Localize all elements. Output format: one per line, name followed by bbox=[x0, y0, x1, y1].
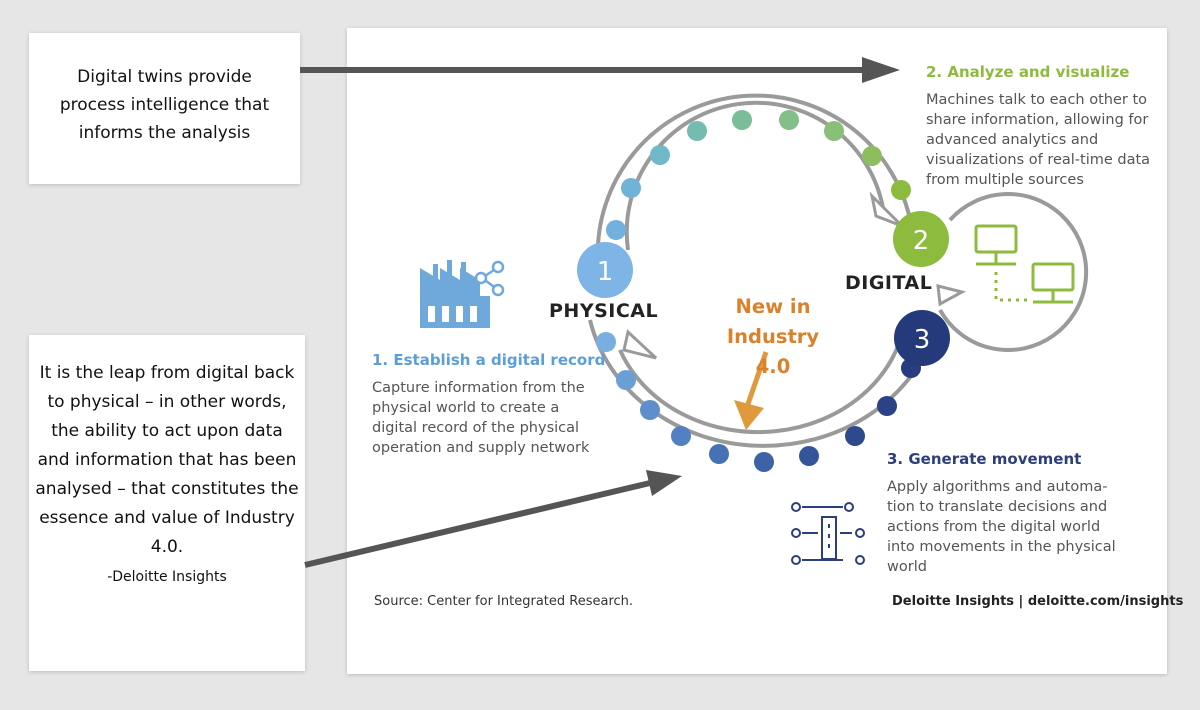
node-1: 1 bbox=[577, 242, 633, 298]
lower-inner-arc bbox=[618, 319, 907, 435]
bottom-quote-text: It is the leap from digital back to phys… bbox=[29, 359, 305, 588]
outer-loop-arc bbox=[596, 93, 914, 246]
digital-loop-arc bbox=[938, 192, 1089, 352]
dot bbox=[845, 426, 865, 446]
step3-body: Apply algorithms and automa-tion to tran… bbox=[887, 479, 1116, 575]
top-callout-arrowhead bbox=[862, 57, 900, 83]
share-icon bbox=[474, 260, 505, 297]
node-3-label: 3 bbox=[914, 325, 931, 355]
arc-arrowhead-right bbox=[936, 284, 967, 307]
dot bbox=[596, 332, 616, 352]
computers-icon bbox=[974, 224, 1075, 304]
dot bbox=[616, 370, 636, 390]
bottom-callout-arrowhead bbox=[646, 470, 682, 496]
dot bbox=[732, 110, 752, 130]
dot bbox=[640, 400, 660, 420]
top-callout-note: Digital twins provide process intelligen… bbox=[29, 33, 300, 184]
dot bbox=[621, 178, 641, 198]
step2-body: Machines talk to each other to share inf… bbox=[926, 92, 1151, 188]
dot bbox=[779, 110, 799, 130]
arc-arrowhead-left bbox=[622, 329, 658, 360]
dot bbox=[862, 146, 882, 166]
dot bbox=[799, 446, 819, 466]
bottom-quote-note: It is the leap from digital back to phys… bbox=[29, 335, 305, 671]
movement-icon bbox=[791, 502, 865, 565]
dot bbox=[877, 396, 897, 416]
upper-data-dots bbox=[606, 110, 911, 240]
brand-footer: Deloitte Insights | deloitte.com/insight… bbox=[892, 594, 1184, 609]
dot bbox=[687, 121, 707, 141]
dot bbox=[606, 220, 626, 240]
top-callout-text: Digital twins provide process intelligen… bbox=[59, 67, 270, 143]
node-2: 2 bbox=[893, 211, 949, 267]
step1-body: Capture information from the physical wo… bbox=[372, 380, 590, 456]
dot bbox=[671, 426, 691, 446]
dot bbox=[824, 121, 844, 141]
dot bbox=[650, 145, 670, 165]
dot bbox=[891, 180, 911, 200]
new-in-industry-label: New in Industry 4.0 bbox=[726, 295, 820, 378]
industry-40-arrow bbox=[734, 351, 769, 430]
quote-body: It is the leap from digital back to phys… bbox=[35, 363, 299, 557]
source-note: Source: Center for Integrated Research. bbox=[374, 594, 634, 609]
node-2-label: 2 bbox=[913, 226, 930, 256]
step2-title: 2. Analyze and visualize bbox=[926, 63, 1130, 81]
industry-4-diagram-panel bbox=[347, 28, 1167, 674]
dot bbox=[754, 452, 774, 472]
digital-label: DIGITAL bbox=[845, 272, 933, 294]
factory-icon bbox=[420, 260, 490, 328]
step1-title: 1. Establish a digital record bbox=[372, 351, 606, 369]
step3-title: 3. Generate movement bbox=[887, 450, 1082, 468]
bottom-callout-arrow bbox=[304, 480, 651, 568]
lower-data-dots bbox=[596, 332, 921, 472]
dot bbox=[709, 444, 729, 464]
arc-arrowhead-top bbox=[869, 191, 904, 228]
quote-author: -Deloitte Insights bbox=[107, 569, 227, 585]
node-1-label: 1 bbox=[597, 257, 614, 287]
node-3: 3 bbox=[894, 310, 950, 366]
physical-label: PHYSICAL bbox=[549, 300, 659, 322]
